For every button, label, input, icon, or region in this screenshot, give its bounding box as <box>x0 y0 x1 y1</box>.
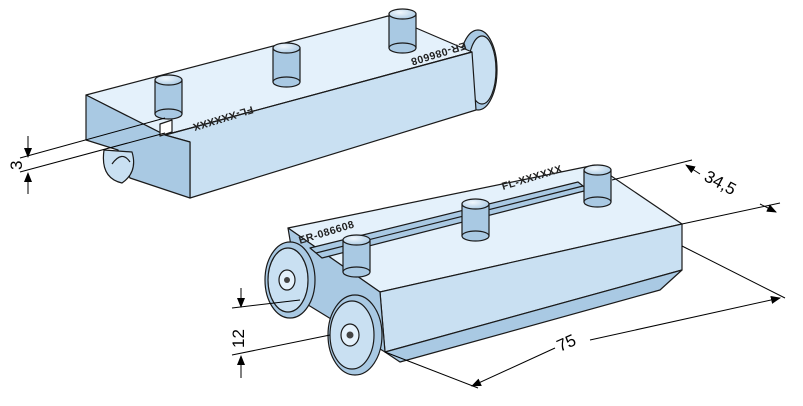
upper-rail-part: ER-086608 FL-XXXXXX <box>85 8 498 199</box>
upper-side-face <box>85 94 191 199</box>
upper-notch <box>159 119 173 137</box>
dimension-step: 3 <box>7 117 166 194</box>
lower-step <box>384 269 683 363</box>
upper-pin-2 <box>272 42 301 88</box>
upper-pin-1 <box>154 74 183 120</box>
lower-pin-3 <box>583 164 612 208</box>
lower-pin-2 <box>461 198 490 242</box>
dimension-height-label: 12 <box>229 329 248 348</box>
dimension-step-label: 3 <box>7 161 26 170</box>
lower-pin-1 <box>342 234 371 278</box>
dimension-width-label: 34,5 <box>701 167 739 199</box>
lower-end-cap-lower <box>327 294 383 376</box>
dimension-length-label: 75 <box>554 331 579 356</box>
dimension-height: 12 <box>229 288 331 378</box>
upper-groove <box>102 149 135 184</box>
lower-rail-part: ER-086608 FL-XXXXXX <box>264 163 683 376</box>
upper-pin-3 <box>388 8 417 54</box>
lower-end-cap-upper <box>264 241 316 319</box>
